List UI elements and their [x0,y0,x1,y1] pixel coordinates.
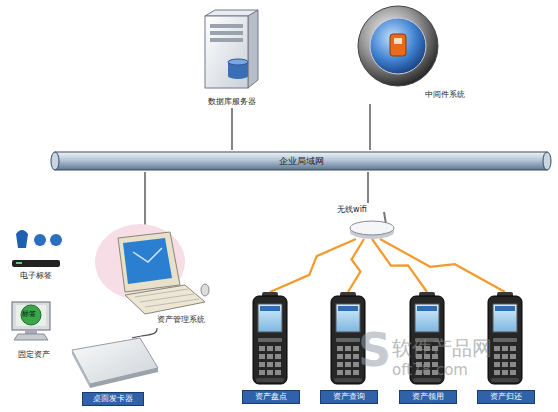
node-label: 无线wifi [332,205,372,215]
computer-icon [145,299,199,307]
node-label: 桌面发卡器 [82,392,144,406]
database-server: 数据库服务器 [193,8,271,108]
node-label: 资产管理系统 [149,315,213,325]
middleware-sphere [358,6,438,86]
handheld-terminal: 资产盘点 [238,292,302,406]
fixed-asset: 固定资产 [3,298,65,362]
lan-pipe [51,152,551,170]
server-icon [248,10,258,88]
server-icon [210,38,243,42]
node-label: 资产归还 [477,390,535,404]
middleware-sphere [358,6,438,86]
rfid-tag-icons [50,234,62,246]
network-line [367,172,368,203]
fixed-asset-icon [12,302,50,330]
server-icon [205,10,258,88]
computer-icon [118,232,180,292]
rfid-tag: 电子标签 [4,228,68,282]
watermark: oft78.com [392,362,468,379]
card-reader-icon [90,368,158,388]
middleware-system: 中间件系统 [356,4,474,104]
rfid-tag-icons [16,230,28,248]
lan-pipe [51,152,59,170]
node-label: 企业局域网 [50,156,552,166]
watermark: 软件产品网 [392,337,492,359]
wifi-router-icon [350,212,394,239]
node-label: 资产领用 [399,390,457,404]
computer-icon [95,224,209,314]
card-reader-icon [72,350,90,388]
rfid-tag-icons [34,234,46,246]
rfid-tag-icons [12,230,62,267]
fixed-asset-icon [12,302,50,340]
wifi-router-icon [350,221,394,235]
network-line [369,104,370,150]
wireless-link [348,239,364,292]
server-icon [210,31,243,35]
wireless-link [380,239,505,292]
computer-icon [125,285,205,314]
node-label: 数据库服务器 [193,97,271,107]
wireless-link [270,239,356,292]
middleware-sphere [390,34,406,56]
node-label: 电子标签 [4,271,68,281]
node-label: 资产查询 [320,390,378,404]
computer-icon [201,284,209,296]
handheld-terminals [488,292,522,384]
fixed-asset-icon [14,334,48,340]
rfid-tag-icons [16,262,22,264]
node-label: 固定资产 [3,350,65,360]
lan-pipe [543,152,551,170]
fixed-asset-icon [25,330,37,334]
server-icon [205,16,248,88]
watermark-logo: S [358,326,391,374]
computer-icon [133,248,162,262]
handheld-terminals [253,292,522,384]
wireless-link [372,239,427,292]
server-icon [205,10,258,16]
tag-text: 标签 [22,310,36,319]
middleware-sphere [394,38,402,44]
node-label: 资产盘点 [242,390,300,404]
computer-icon [123,238,172,284]
lan-band: 企业局域网 [50,150,552,172]
rfid-tag-icons [12,260,60,267]
wifi-router: 无线wifi [332,203,404,239]
fixed-asset-icon [21,305,41,325]
server-icon [210,24,243,28]
card-reader: 桌面发卡器 [62,338,162,406]
server-icon [228,59,248,65]
handheld-terminals [253,292,287,384]
card-reader-icon [72,338,158,388]
asset-system-pc: 资产管理系统 [95,228,213,328]
fixed-asset-icon [16,305,46,326]
cable-link [132,328,157,338]
middleware-sphere [370,18,426,74]
network-line [144,172,145,228]
node-label: 中间件系统 [416,90,474,100]
server-icon [228,73,248,79]
network-line [231,108,232,150]
